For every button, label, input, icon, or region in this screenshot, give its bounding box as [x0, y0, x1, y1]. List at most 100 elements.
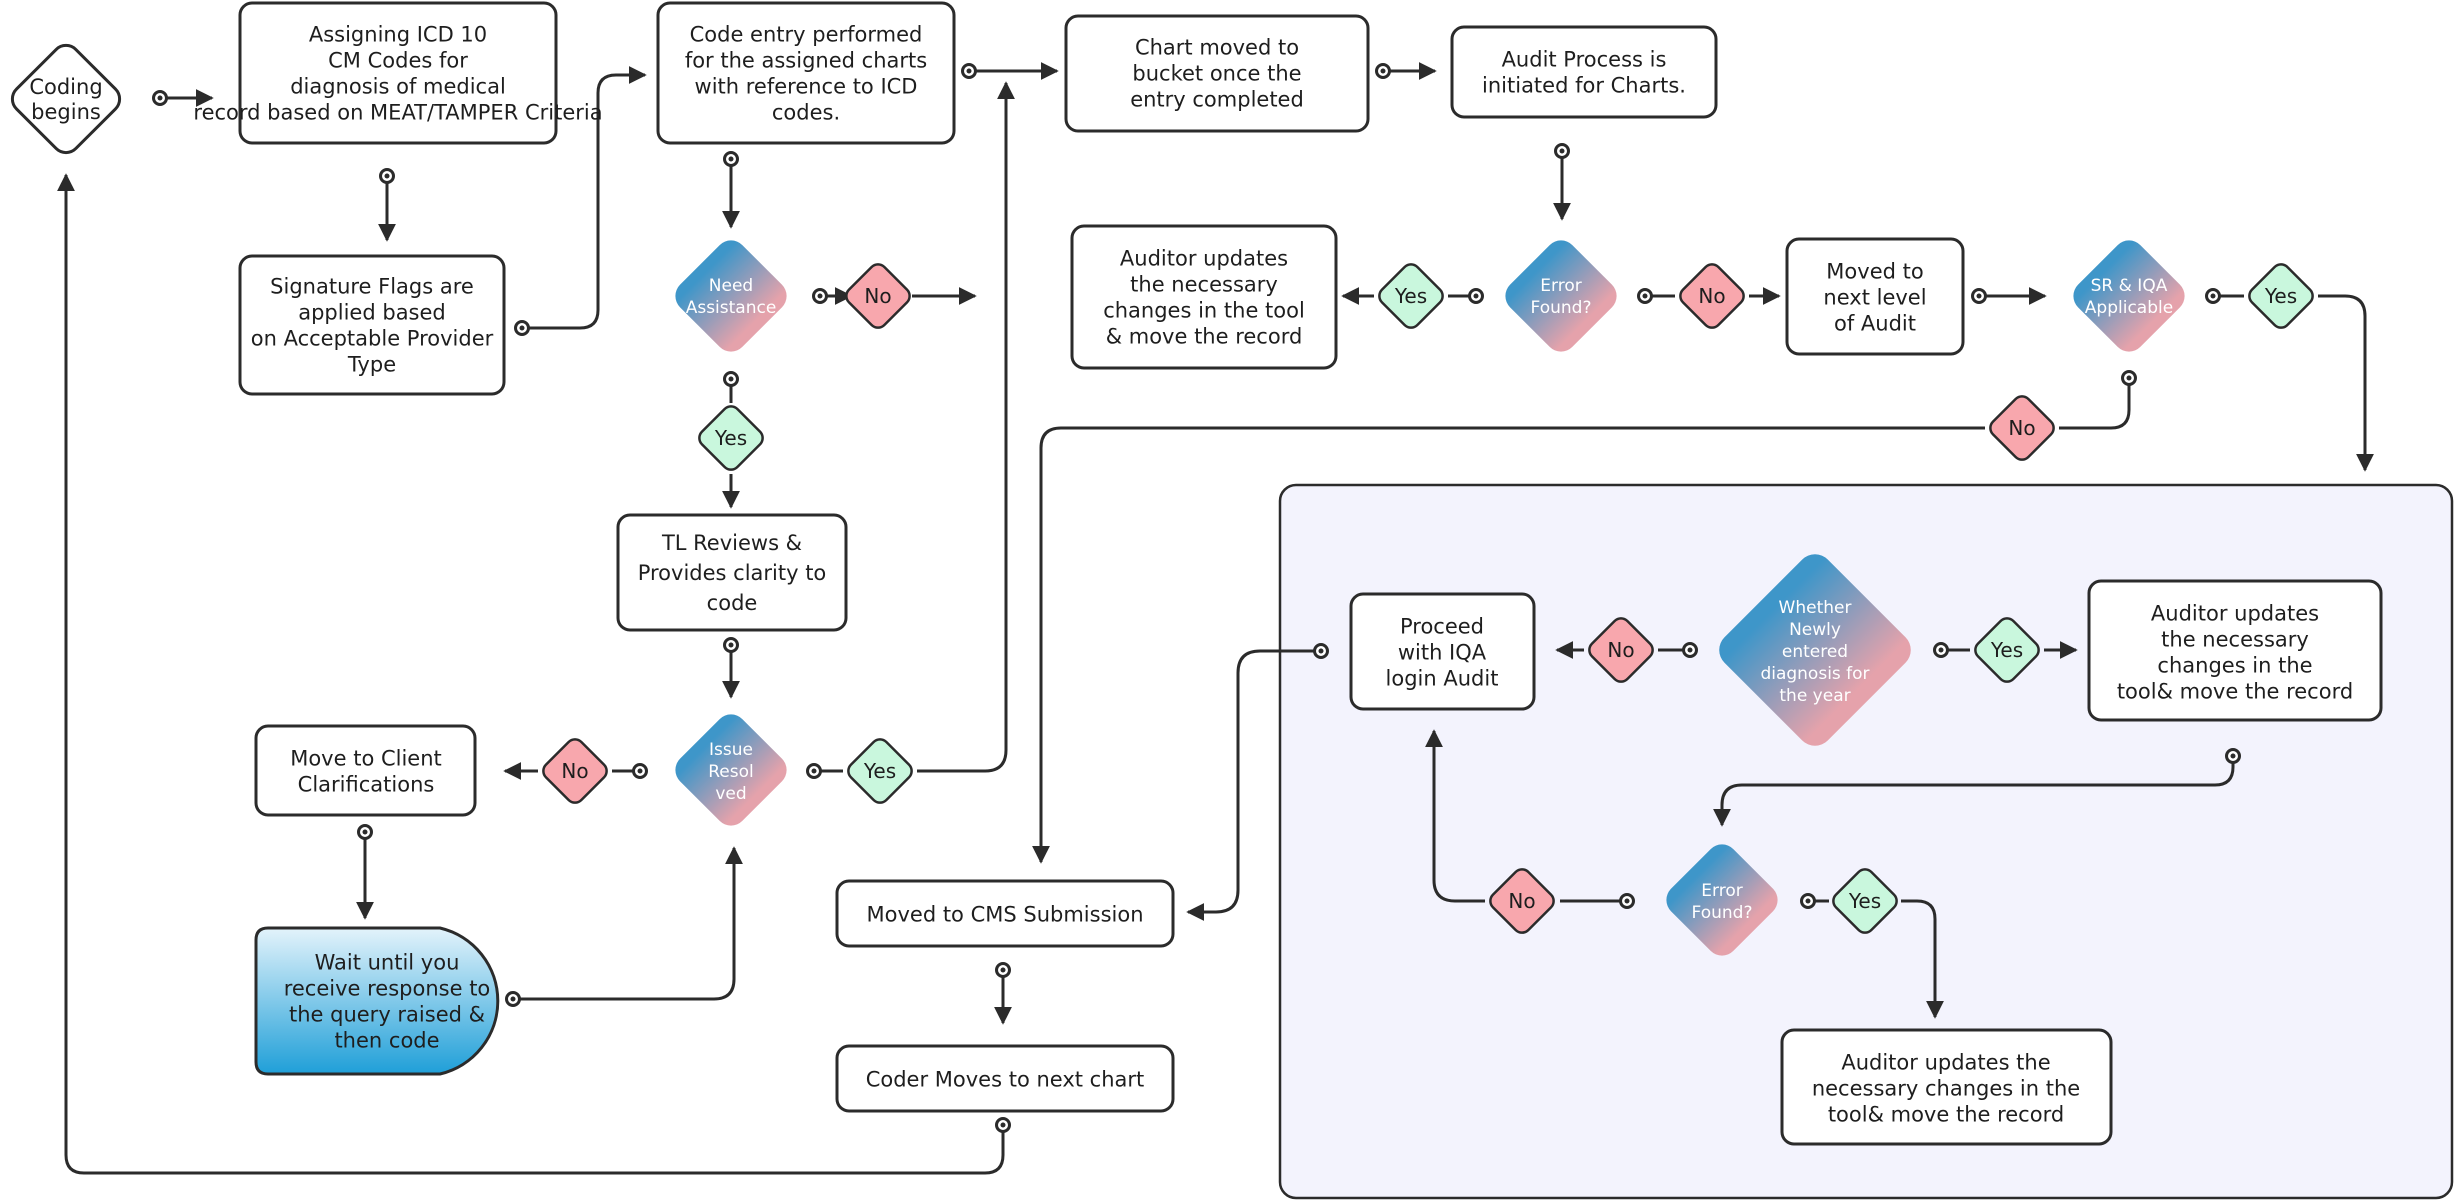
no-badge: No [1588, 617, 1654, 683]
yes-badge-label: Yes [863, 759, 896, 783]
connector-dots [152, 63, 2241, 1133]
connector-dot-center [1642, 293, 1648, 299]
iqa-login-box [1349, 592, 1536, 711]
cms-submission-label: Moved to CMS Submission [867, 902, 1144, 926]
connector-dot-center [384, 173, 390, 179]
edge-signature-to-code-entry [522, 66, 647, 330]
connector-dot-center [1380, 68, 1386, 74]
no-badge-shape [542, 738, 608, 804]
no-badge-label: No [2008, 416, 2035, 440]
yes-badge-shape [847, 738, 913, 804]
no-badge: No [1489, 868, 1555, 934]
no-badge-shape [1989, 395, 2055, 461]
connector-dot-center [1805, 898, 1811, 904]
connector-dot-center [510, 996, 516, 1002]
connector-dot-center [728, 642, 734, 648]
no-badge-shape [845, 263, 911, 329]
connector-dot-center [1559, 148, 1565, 154]
yes-badge-shape [2248, 263, 2314, 329]
no-badge-label: No [1698, 284, 1725, 308]
no-badge: No [845, 263, 911, 329]
next-level-box [1785, 237, 1965, 356]
yes-badge: Yes [1974, 617, 2040, 683]
yes-badge-shape [698, 405, 764, 471]
connector-dot-center [1687, 647, 1693, 653]
yes-badge-shape [1832, 868, 1898, 934]
next-chart-box [835, 1044, 1175, 1113]
yes-badge-label: Yes [2264, 284, 2297, 308]
no-badge-shape [1588, 617, 1654, 683]
next-chart-label: Coder Moves to next chart [866, 1067, 1145, 1091]
auditor-updates-1-box [1070, 224, 1338, 370]
connector-dot-center [728, 156, 734, 162]
connectors [57, 62, 2374, 1175]
connector-dot-center [811, 768, 817, 774]
yes-badge: Yes [1832, 868, 1898, 934]
no-badge-label: No [561, 759, 588, 783]
connector-dot-center [1938, 647, 1944, 653]
auditor-updates-3-box [1780, 1028, 2113, 1146]
connector-dot-center [362, 829, 368, 835]
connector-dot-center [2126, 375, 2132, 381]
sr-iqa-diamond [2073, 240, 2185, 352]
connector-dot-center [1000, 1122, 1006, 1128]
connector-dot-center [1473, 293, 1479, 299]
connector-dot-center [2230, 753, 2236, 759]
issue-resolved-diamond [675, 714, 787, 826]
audit-initiated-box [1450, 25, 1718, 119]
yes-badge: Yes [1378, 263, 1444, 329]
edge-no-to-cms [1032, 426, 1985, 864]
need-assistance-diamond [675, 240, 787, 352]
yes-badge-label: Yes [714, 426, 747, 450]
edge-next-chart-loop-to-start [57, 173, 1005, 1175]
yes-badge-label: Yes [1990, 638, 2023, 662]
connector-dot-center [519, 325, 525, 331]
connector-dot-center [817, 293, 823, 299]
no-badge-shape [1679, 263, 1745, 329]
error-found-1-diamond [1505, 240, 1617, 352]
connector-dot-center [966, 68, 972, 74]
yes-badge-label: Yes [1848, 889, 1881, 913]
no-badge: No [1679, 263, 1745, 329]
no-badge: No [1989, 395, 2055, 461]
chart-bucket-box [1064, 14, 1370, 133]
no-badge-label: No [864, 284, 891, 308]
yes-badge-shape [1974, 617, 2040, 683]
edge-iqa-to-cms [1186, 649, 1321, 921]
yes-badge: Yes [847, 738, 913, 804]
code-entry-box [656, 1, 956, 145]
no-badge: No [542, 738, 608, 804]
edge-sr-yes-down [2318, 294, 2374, 472]
edge-sr-no [2059, 378, 2131, 430]
edge-no-up-to-iqa [1425, 729, 1485, 903]
yes-badge: Yes [2248, 263, 2314, 329]
connector-dot-center [1976, 293, 1982, 299]
connector-dot-center [1000, 967, 1006, 973]
connector-dot-center [157, 95, 163, 101]
no-badge-label: No [1508, 889, 1535, 913]
client-clarifications-box [254, 724, 477, 817]
no-badge-shape [1489, 868, 1555, 934]
newly-entered-diamond [1719, 554, 1911, 746]
edge-wait-to-issue [513, 846, 743, 1001]
connector-dot-center [728, 376, 734, 382]
error-found-2-diamond [1666, 844, 1778, 956]
